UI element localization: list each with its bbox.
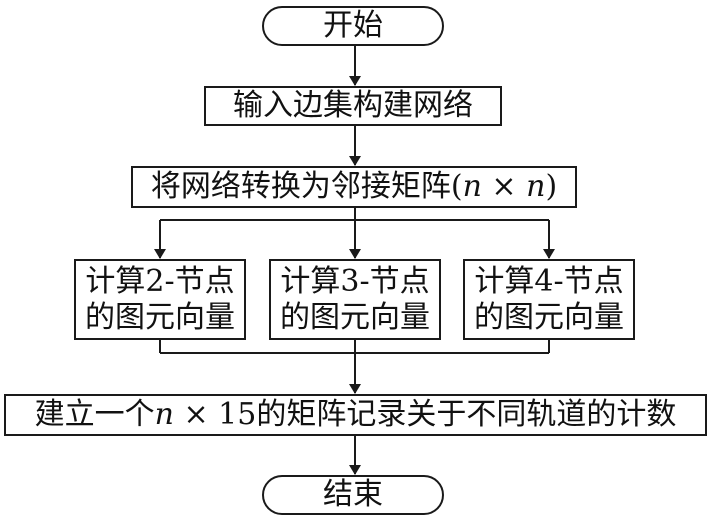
matrix-prefix: 建立一个 xyxy=(34,397,155,432)
matrix-suffix: 的矩阵记录关于不同轨道的计数 xyxy=(256,397,677,432)
convert-suffix: ) xyxy=(545,169,558,204)
branch-4-line1: 计算4-节点 xyxy=(474,263,624,299)
matrix-mid: × 15 xyxy=(173,397,257,432)
matrix-node: 建立一个n × 15的矩阵记录关于不同轨道的计数 xyxy=(4,394,707,436)
branch-3-line1: 计算3-节点 xyxy=(280,263,430,299)
end-node: 结束 xyxy=(262,475,444,515)
branch-2-line1: 计算2-节点 xyxy=(85,263,235,299)
start-label: 开始 xyxy=(323,8,383,43)
end-label: 结束 xyxy=(323,477,383,512)
convert-n2: n xyxy=(526,169,546,204)
start-node: 开始 xyxy=(262,6,444,46)
branch-node-4: 计算4-节点 的图元向量 xyxy=(463,259,635,340)
input-label: 输入边集构建网络 xyxy=(233,88,473,123)
matrix-n: n xyxy=(154,397,174,432)
matrix-label: 建立一个n × 15的矩阵记录关于不同轨道的计数 xyxy=(35,396,677,434)
convert-node: 将网络转换为邻接矩阵(n × n) xyxy=(131,166,577,208)
branch-2-line2: 的图元向量 xyxy=(85,299,235,335)
branch-3-line2: 的图元向量 xyxy=(280,299,430,335)
convert-times: × xyxy=(481,169,527,204)
convert-n1: n xyxy=(462,169,482,204)
branch-node-3: 计算3-节点 的图元向量 xyxy=(269,259,441,340)
convert-label: 将网络转换为邻接矩阵(n × n) xyxy=(151,168,557,206)
branch-node-2: 计算2-节点 的图元向量 xyxy=(74,259,246,340)
convert-prefix: 将网络转换为邻接矩阵( xyxy=(150,169,463,204)
input-node: 输入边集构建网络 xyxy=(204,86,502,126)
branch-4-line2: 的图元向量 xyxy=(474,299,624,335)
